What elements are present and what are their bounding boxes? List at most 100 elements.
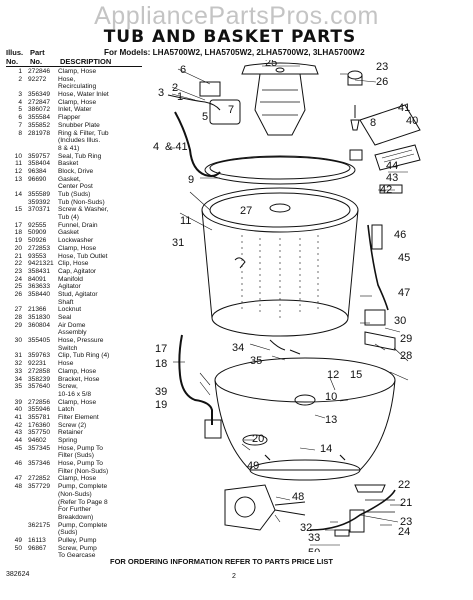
illus-no: 8: [18, 129, 22, 137]
water-inlet: [209, 99, 241, 125]
illus-no: 2: [18, 75, 22, 83]
part-no: 50926: [28, 237, 47, 245]
part-no: 281978: [28, 129, 51, 137]
part-no: 272853: [28, 244, 51, 252]
tub: [214, 357, 396, 481]
illus-no: 47: [14, 475, 22, 483]
part-desc: Inlet, Water: [58, 106, 92, 114]
models-line: For Models: LHA5700W2, LHA5705W2, 2LHA57…: [104, 48, 365, 57]
part-row: (Non-Suds): [6, 491, 146, 499]
hose-pump-filter: [367, 224, 389, 311]
part-desc: Pump, Complete: [58, 521, 108, 529]
illus-no: 22: [14, 260, 22, 268]
bracket-hose: [269, 339, 301, 355]
part-no: 272852: [28, 475, 51, 483]
recirc-hose: [167, 94, 221, 111]
watermark: AppliancePartsPros.com: [94, 2, 379, 30]
header-rule: [6, 66, 142, 67]
callout-32: 32: [300, 522, 312, 534]
part-no: 358431: [28, 267, 51, 275]
pump: [224, 434, 306, 531]
callout-42: 42: [380, 184, 392, 196]
part-no: 92272: [28, 75, 47, 83]
hose-clip: [334, 529, 350, 537]
part-no: 21366: [28, 306, 47, 314]
illus-header-line2: No.: [6, 57, 19, 66]
illus-no: 27: [14, 306, 22, 314]
callout-30: 30: [394, 315, 406, 327]
callout-26: 26: [376, 76, 388, 88]
part-no: 357345: [28, 444, 51, 452]
part-desc: Breakdown): [58, 513, 94, 521]
part-header-line2: No.: [30, 57, 43, 66]
flapper: [199, 81, 221, 97]
part-row: (Refer To Page 8: [6, 499, 146, 507]
callout-23: 23: [376, 61, 388, 73]
part-desc: Pump, Complete: [58, 483, 108, 491]
part-row: Center Post: [6, 183, 146, 191]
part-desc: Manifold: [58, 275, 83, 283]
illus-no: 3: [18, 91, 22, 99]
part-no: 362175: [28, 521, 51, 529]
part-desc: Lockwasher: [58, 237, 94, 245]
callout-18: 18: [155, 358, 167, 370]
part-desc: Screw,: [58, 383, 78, 391]
part-desc: Ring & Filter, Tub: [58, 129, 109, 137]
callout-48: 48: [292, 491, 304, 503]
part-row: Switch: [6, 345, 146, 353]
illus-no: 11: [15, 160, 22, 168]
illus-header: Illus. No.: [6, 48, 23, 66]
callout-17: 17: [155, 343, 167, 355]
illus-no: 34: [14, 375, 22, 383]
part-desc: Funnel, Drain: [58, 221, 98, 229]
illus-no: 18: [14, 229, 22, 237]
part-no: 93553: [28, 252, 47, 260]
part-no: 359392: [28, 198, 51, 206]
part-desc: Hose, Tub Outlet: [58, 252, 108, 260]
snubber-plate: [349, 149, 363, 161]
illus-no: 49: [14, 536, 22, 544]
part-no: 363633: [28, 283, 51, 291]
callout-6: 6: [180, 64, 186, 76]
part-no: 355946: [28, 406, 51, 414]
part-desc: Hose: [58, 360, 74, 368]
part-desc: Cap, Agitator: [58, 267, 97, 275]
part-no: 96384: [28, 167, 47, 175]
part-desc: Bracket, Hose: [58, 375, 100, 383]
part-desc: Filter (Non-Suds): [58, 467, 109, 475]
part-no: 358239: [28, 375, 51, 383]
illus-no: 45: [14, 444, 22, 452]
callout-7: 7: [228, 104, 234, 116]
callout-39: 39: [155, 386, 167, 398]
part-no: 359757: [28, 152, 51, 160]
part-no: 370371: [28, 206, 51, 214]
callout-20: 20: [252, 433, 264, 445]
illus-no: 48: [14, 483, 22, 491]
part-desc: Clamp, Hose: [58, 367, 97, 375]
hose-clamp-20: [204, 419, 222, 439]
part-no: 355781: [28, 413, 51, 421]
illus-no: 26: [14, 290, 22, 298]
part-row: Shaft: [6, 299, 146, 307]
ordering-footer: FOR ORDERING INFORMATION REFER TO PARTS …: [110, 557, 333, 566]
exploded-diagram: 6 2 1 3 7 5 4 & 41 25 23 26 8 41 40 9 44…: [153, 60, 421, 552]
pressure-hose: [364, 331, 396, 351]
illus-no: 21: [14, 252, 22, 260]
part-desc: Flapper: [58, 114, 81, 122]
part-no: 360804: [28, 321, 51, 329]
part-desc: Clamp, Hose: [58, 398, 97, 406]
part-no: 92231: [28, 360, 47, 368]
